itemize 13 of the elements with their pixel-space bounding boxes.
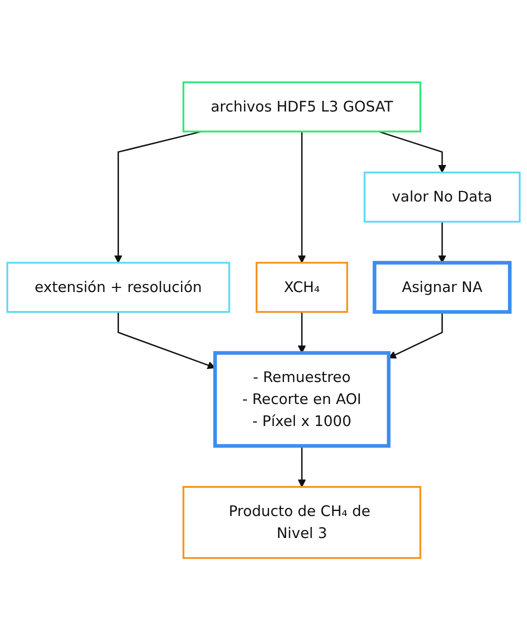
arrow bbox=[298, 132, 306, 264]
arrow bbox=[118, 312, 216, 370]
node-box: valor No Data bbox=[364, 172, 521, 223]
arrow bbox=[438, 222, 446, 264]
node-box: - Remuestreo - Recorte en AOI - Píxel x 1000 bbox=[213, 351, 391, 448]
node-box: archivos HDF5 L3 GOSAT bbox=[182, 82, 422, 133]
arrow bbox=[298, 446, 306, 488]
arrow bbox=[298, 312, 306, 354]
node-box: Producto de CH₄ de Nivel 3 bbox=[182, 486, 422, 560]
node-box: Asignar NA bbox=[372, 261, 512, 314]
arrow bbox=[378, 131, 446, 174]
node-box: XCH₄ bbox=[256, 262, 348, 314]
node-box: extensión + resolución bbox=[6, 262, 230, 314]
